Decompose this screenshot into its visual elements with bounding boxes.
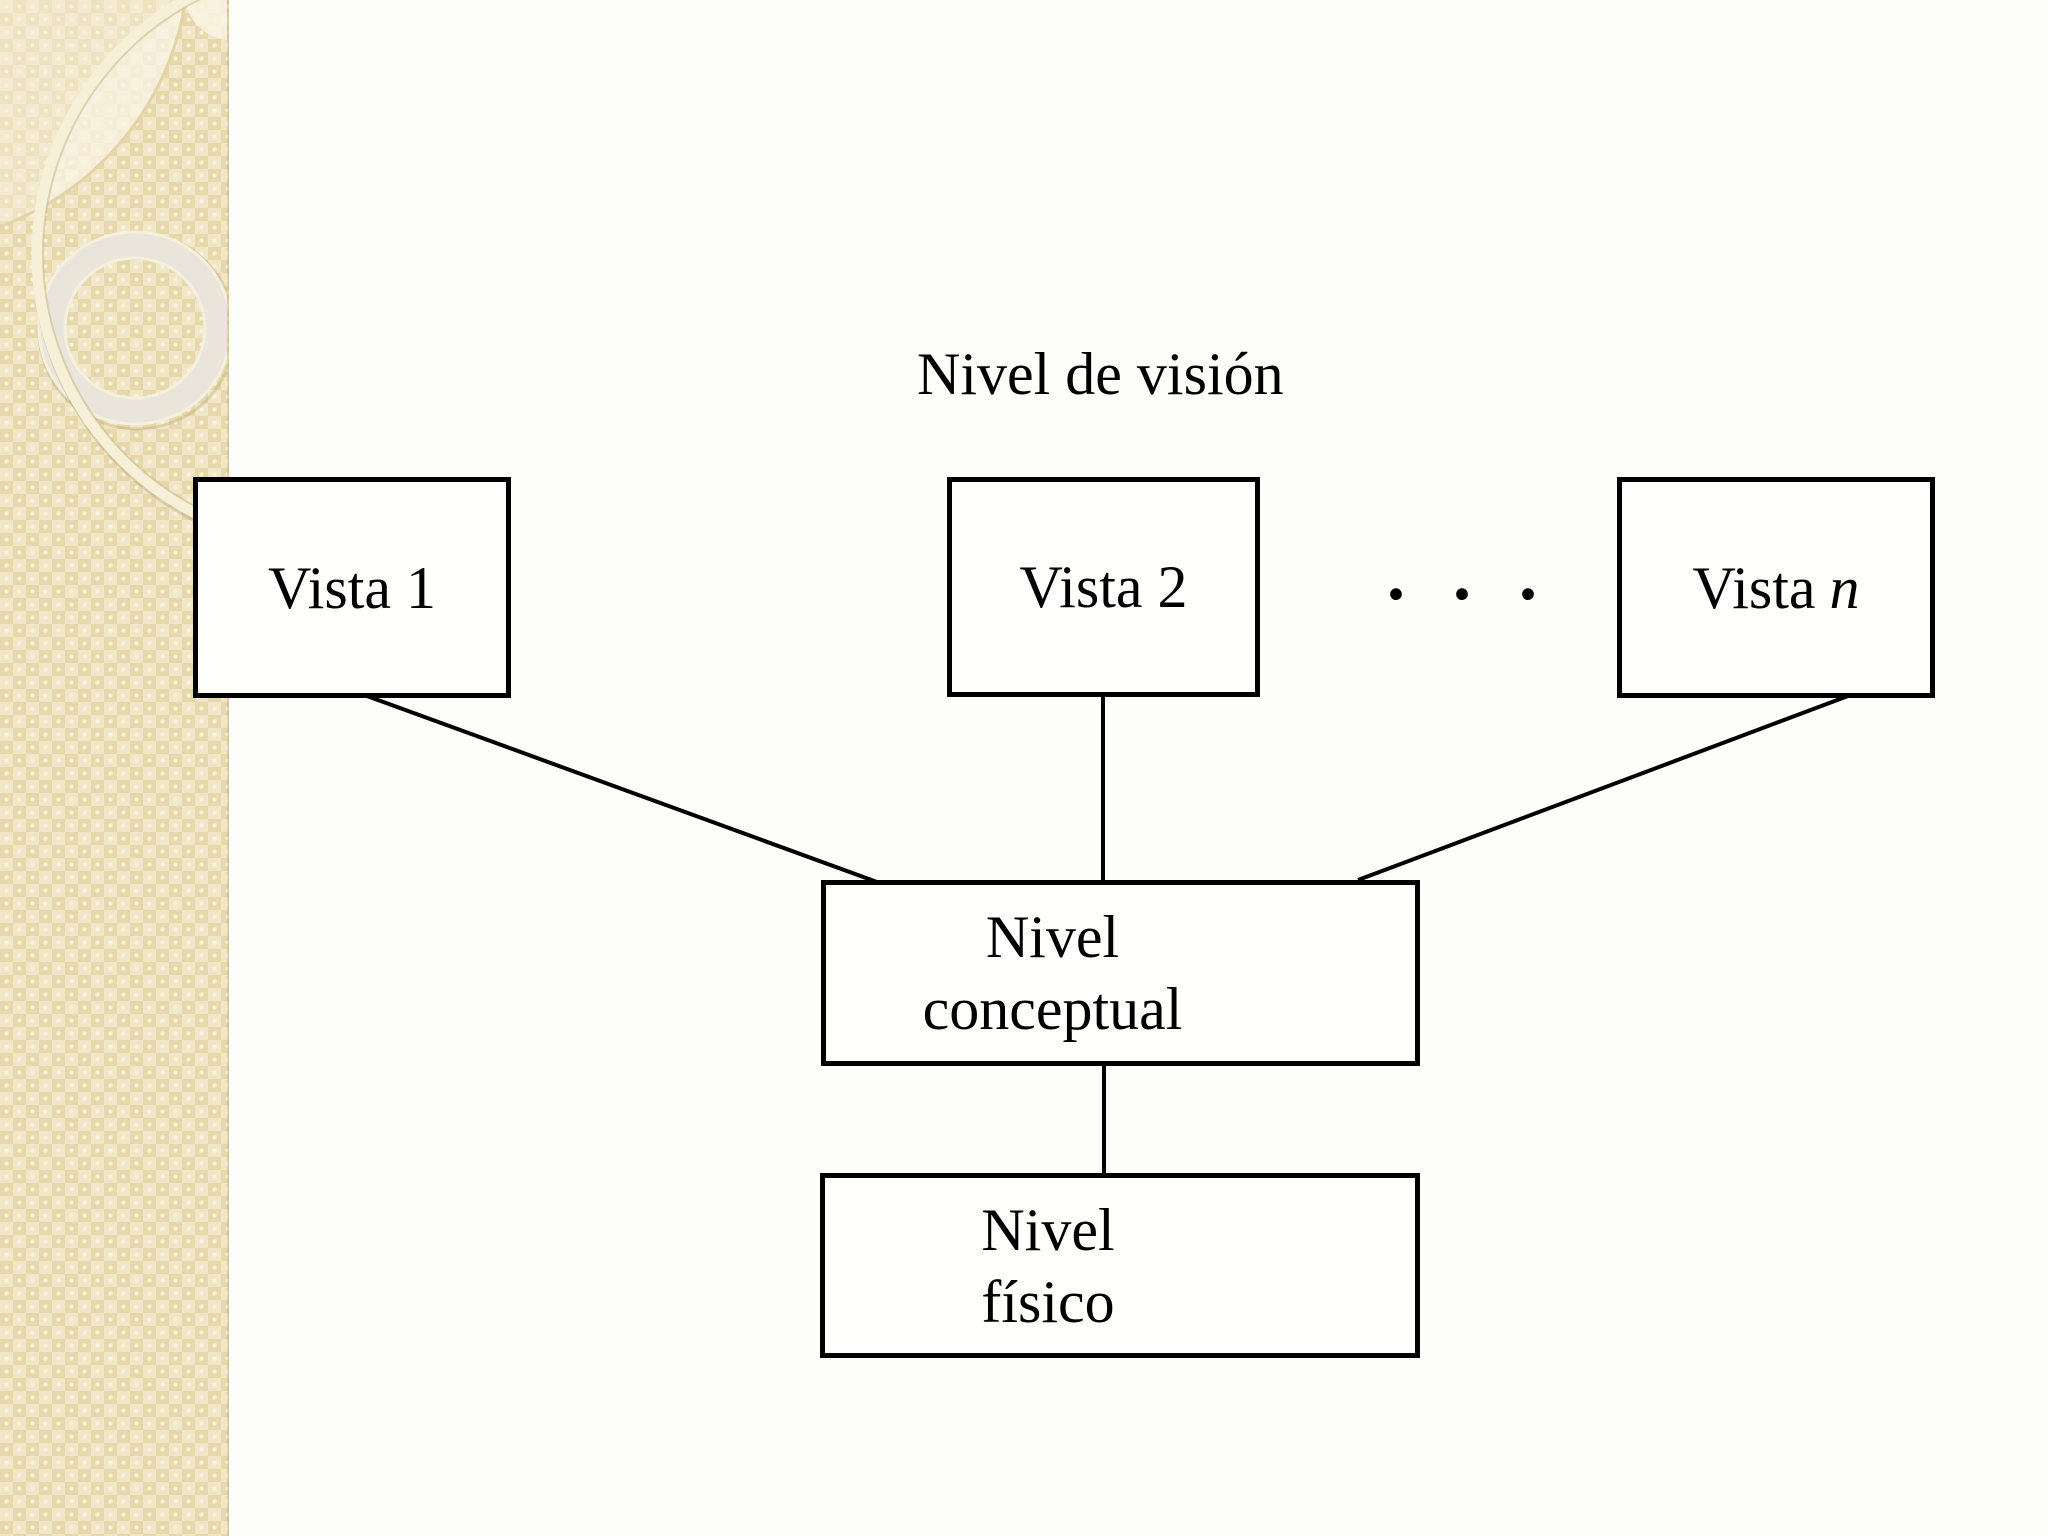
node-nivel-conceptual-line1: Nivel	[985, 904, 1120, 970]
thick-ring-outer-edge	[37, 230, 227, 426]
sidebar-circles-decoration	[0, 0, 227, 537]
node-nivel-conceptual: Nivel conceptual	[821, 880, 1420, 1066]
thick-ring	[40, 233, 227, 423]
node-nivel-fisico-line2: físico	[981, 1268, 1115, 1335]
node-vista-1-label: Vista 1	[267, 554, 437, 621]
node-nivel-fisico-line1: Nivel	[981, 1196, 1115, 1263]
node-vista-2: Vista 2	[947, 477, 1260, 697]
thick-ring-inner-edge	[63, 256, 207, 400]
edge-vista1-conceptual	[366, 694, 878, 884]
node-vista-n-prefix: Vista	[1692, 554, 1816, 621]
edge-vistan-conceptual	[1357, 694, 1849, 882]
ellipsis-dots: · · ·	[1384, 554, 1553, 634]
node-vista-n-variable: n	[1829, 554, 1860, 621]
sidebar-decorative-panel	[0, 0, 229, 1536]
node-nivel-fisico: Nivel físico	[820, 1173, 1420, 1358]
diagram-title: Nivel de visión	[917, 341, 1284, 407]
node-nivel-conceptual-line2: conceptual	[922, 976, 1183, 1042]
corner-chip	[184, 0, 227, 40]
ribbon-arc-edge	[42, 0, 227, 522]
node-vista-1: Vista 1	[193, 477, 511, 698]
node-vista-2-label: Vista 2	[1019, 554, 1188, 620]
ribbon-arc	[31, 0, 227, 533]
